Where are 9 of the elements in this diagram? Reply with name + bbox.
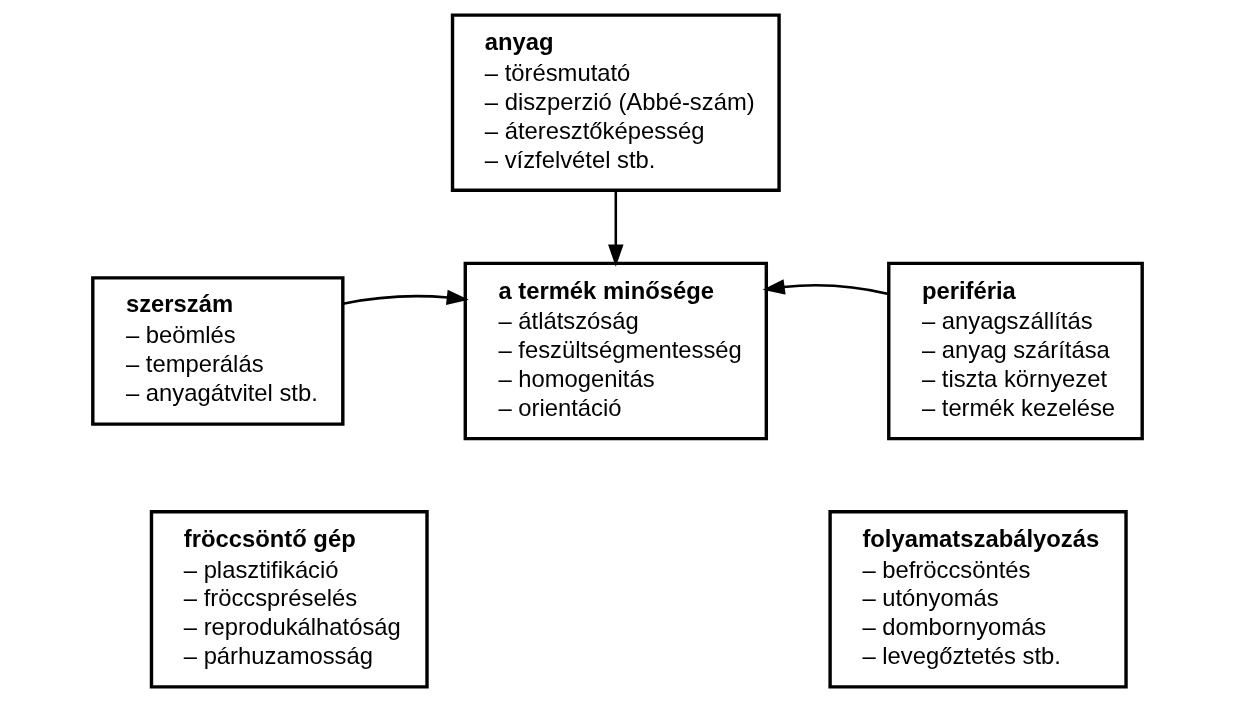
arrow (608, 190, 624, 267)
node-box: folyamatszabályozás – befröccsöntés – utónyomás – dombornyomás – levegőztetés stb. (828, 510, 1128, 689)
node-box: a termék minősége – átlátszóság – feszültségmentesség – homogenitás – orientáció (463, 261, 769, 441)
arrow (762, 279, 889, 296)
node-box: anyag – törésmutató – diszperzió (Abbé-szám) – áteresztőképesség – vízfelvétel stb. (450, 13, 781, 192)
node-box: fröccsöntő gép – plasztifikáció – fröccspréselés – reprodukálhatóság – párhuzamosság (149, 510, 429, 689)
node-box: periféria – anyagszállítás – anyag szárítása – tiszta környezet – termék kezelése (887, 261, 1144, 441)
arrow (342, 289, 469, 306)
node-box: szerszám – beömlés – temperálás – anyagátvitel stb. (91, 276, 345, 426)
